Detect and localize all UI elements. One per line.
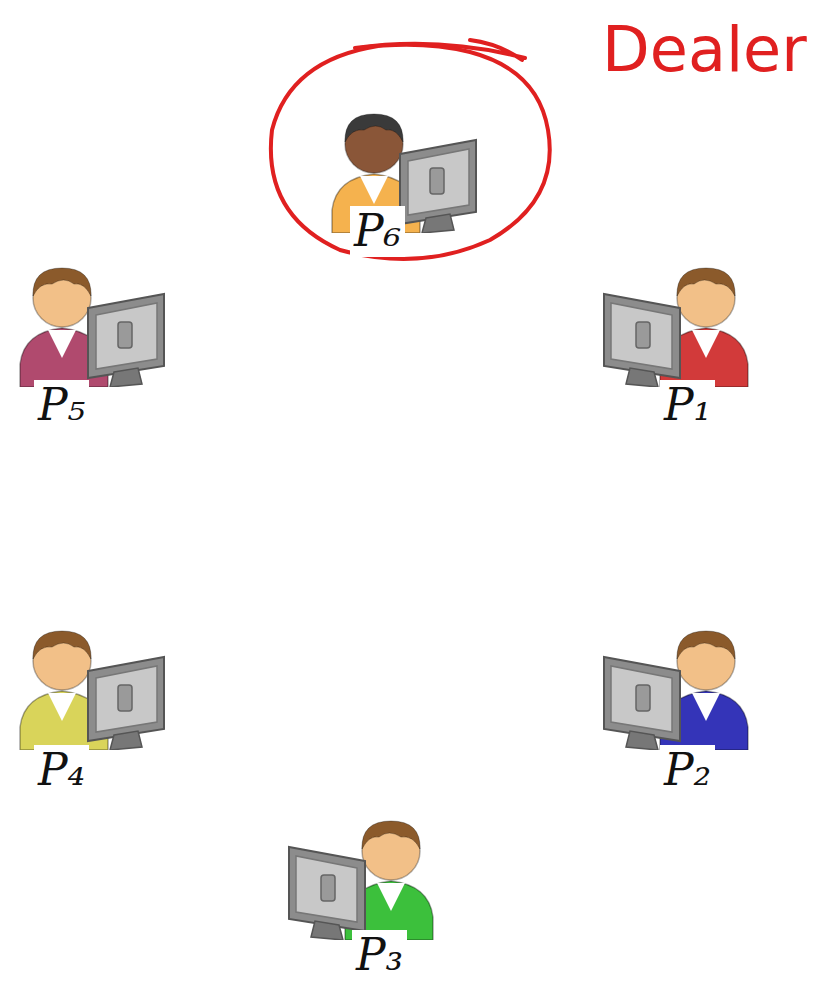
person-icon [604, 631, 748, 750]
person-icon [20, 268, 164, 387]
person-icon [20, 631, 164, 750]
player-label: P₄ [34, 745, 89, 796]
player-label: P₃ [352, 930, 407, 981]
handwritten-note: Dealer [598, 14, 811, 85]
person-icon [604, 268, 748, 387]
player-label: P₁ [660, 380, 715, 431]
highlight-circle [271, 45, 550, 259]
player-label: P₆ [350, 206, 405, 257]
highlight-tail [355, 40, 525, 60]
player-label: P₅ [34, 380, 89, 431]
player-label: P₂ [660, 745, 715, 796]
person-icon [289, 821, 433, 940]
